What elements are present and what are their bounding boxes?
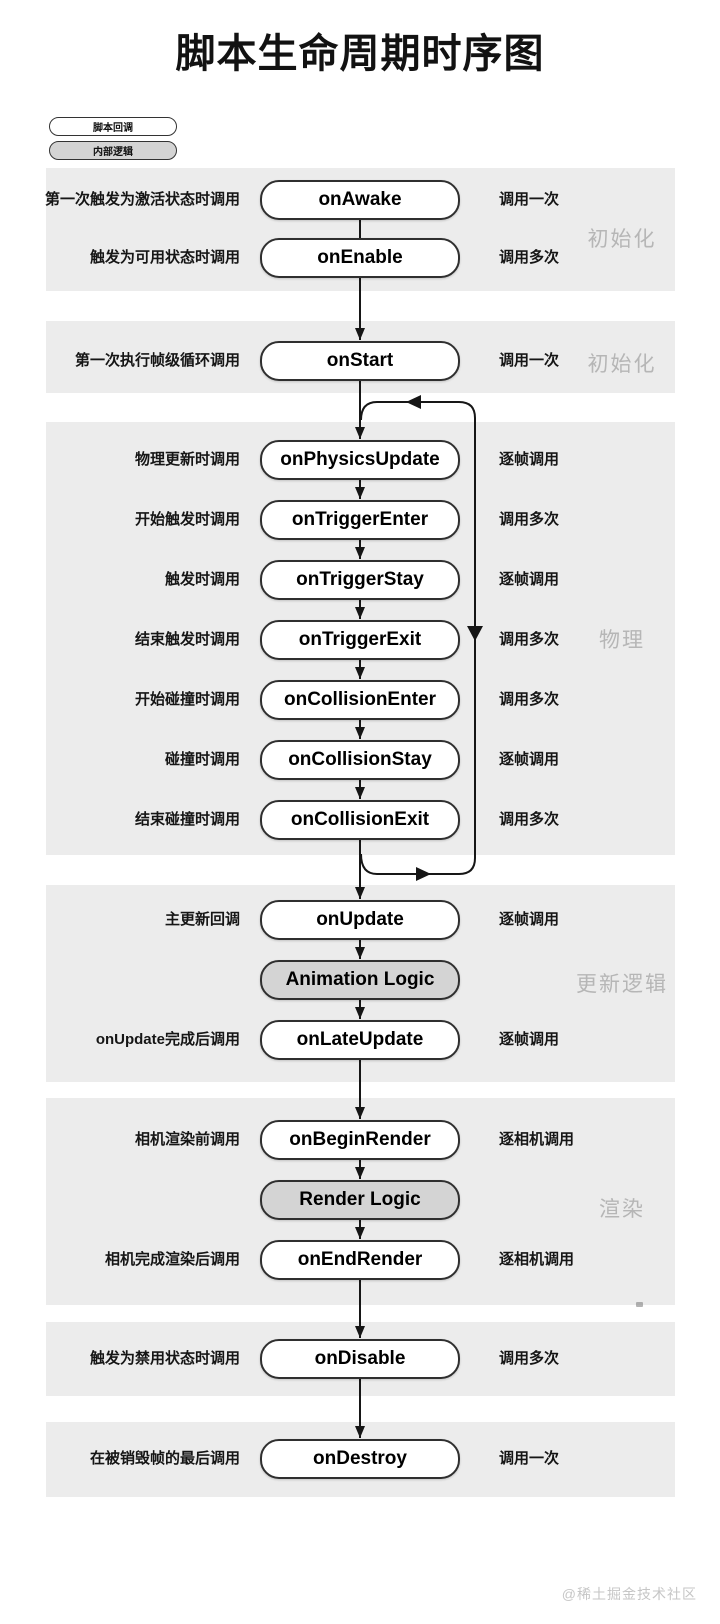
left-label-onUpdate: 主更新回调	[164, 911, 240, 928]
left-label-onTriggerStay: 触发时调用	[164, 571, 240, 588]
right-label-onStart: 调用一次	[499, 352, 560, 369]
legend-callback-pill: 脚本回调	[49, 117, 177, 136]
node-Render-Logic: Render Logic	[260, 1180, 460, 1220]
node-onAwake: onAwake	[260, 180, 460, 220]
section-label-4: 渲染	[599, 1198, 645, 1221]
legend-internal-label: 内部逻辑	[93, 147, 133, 158]
node-onTriggerExit: onTriggerExit	[260, 620, 460, 660]
left-label-onAwake: 第一次触发为激活状态时调用	[44, 191, 240, 208]
right-label-onLateUpdate: 逐帧调用	[499, 1031, 560, 1048]
right-label-onAwake: 调用一次	[499, 191, 560, 208]
watermark: @稀土掘金技术社区	[561, 1586, 697, 1602]
right-label-onDisable: 调用多次	[499, 1350, 560, 1367]
right-label-onTriggerEnter: 调用多次	[499, 511, 560, 528]
right-label-onUpdate: 逐帧调用	[499, 911, 560, 928]
left-label-onBeginRender: 相机渲染前调用	[134, 1131, 240, 1148]
node-onCollisionExit: onCollisionExit	[260, 800, 460, 840]
left-label-onCollisionExit: 结束碰撞时调用	[134, 811, 240, 828]
node-onPhysicsUpdate: onPhysicsUpdate	[260, 440, 460, 480]
node-onUpdate: onUpdate	[260, 900, 460, 940]
right-label-onCollisionEnter: 调用多次	[499, 691, 560, 708]
node-onDisable: onDisable	[260, 1339, 460, 1379]
right-label-onEnable: 调用多次	[499, 249, 560, 266]
left-label-onCollisionEnter: 开始碰撞时调用	[134, 691, 240, 708]
left-label-onPhysicsUpdate: 物理更新时调用	[134, 451, 240, 468]
left-label-onEndRender: 相机完成渲染后调用	[104, 1251, 240, 1268]
node-onDestroy: onDestroy	[260, 1439, 460, 1479]
left-label-onCollisionStay: 碰撞时调用	[164, 751, 240, 768]
left-label-onDisable: 触发为禁用状态时调用	[89, 1350, 240, 1367]
left-label-onTriggerExit: 结束触发时调用	[134, 631, 240, 648]
left-label-onDestroy: 在被销毁帧的最后调用	[89, 1450, 240, 1467]
left-label-onStart: 第一次执行帧级循环调用	[74, 352, 240, 369]
right-label-onEndRender: 逐相机调用	[499, 1251, 575, 1268]
band-edge-artifact	[636, 1302, 643, 1307]
node-onStart: onStart	[260, 341, 460, 381]
node-onBeginRender: onBeginRender	[260, 1120, 460, 1160]
loop-arrowhead-right	[416, 867, 431, 881]
right-label-onPhysicsUpdate: 逐帧调用	[499, 451, 560, 468]
right-label-onTriggerStay: 逐帧调用	[499, 571, 560, 588]
section-label-0: 初始化	[587, 228, 657, 251]
right-label-onDestroy: 调用一次	[499, 1450, 560, 1467]
node-onCollisionStay: onCollisionStay	[260, 740, 460, 780]
legend-internal-pill: 内部逻辑	[49, 141, 177, 160]
right-label-onTriggerExit: 调用多次	[499, 631, 560, 648]
page-title: 脚本生命周期时序图	[175, 32, 545, 76]
node-onCollisionEnter: onCollisionEnter	[260, 680, 460, 720]
node-onTriggerEnter: onTriggerEnter	[260, 500, 460, 540]
left-label-onTriggerEnter: 开始触发时调用	[134, 511, 240, 528]
node-onTriggerStay: onTriggerStay	[260, 560, 460, 600]
loop-arrowhead-left	[406, 395, 421, 409]
node-Animation-Logic: Animation Logic	[260, 960, 460, 1000]
legend-callback-label: 脚本回调	[93, 123, 133, 134]
section-label-3: 更新逻辑	[576, 973, 668, 996]
left-label-onLateUpdate: onUpdate完成后调用	[95, 1031, 240, 1048]
node-onEndRender: onEndRender	[260, 1240, 460, 1280]
right-label-onCollisionStay: 逐帧调用	[499, 751, 560, 768]
left-label-onEnable: 触发为可用状态时调用	[89, 249, 240, 266]
section-label-1: 初始化	[587, 353, 657, 376]
node-onLateUpdate: onLateUpdate	[260, 1020, 460, 1060]
right-label-onBeginRender: 逐相机调用	[499, 1131, 575, 1148]
node-onEnable: onEnable	[260, 238, 460, 278]
section-label-2: 物理	[599, 629, 645, 652]
right-label-onCollisionExit: 调用多次	[499, 811, 560, 828]
